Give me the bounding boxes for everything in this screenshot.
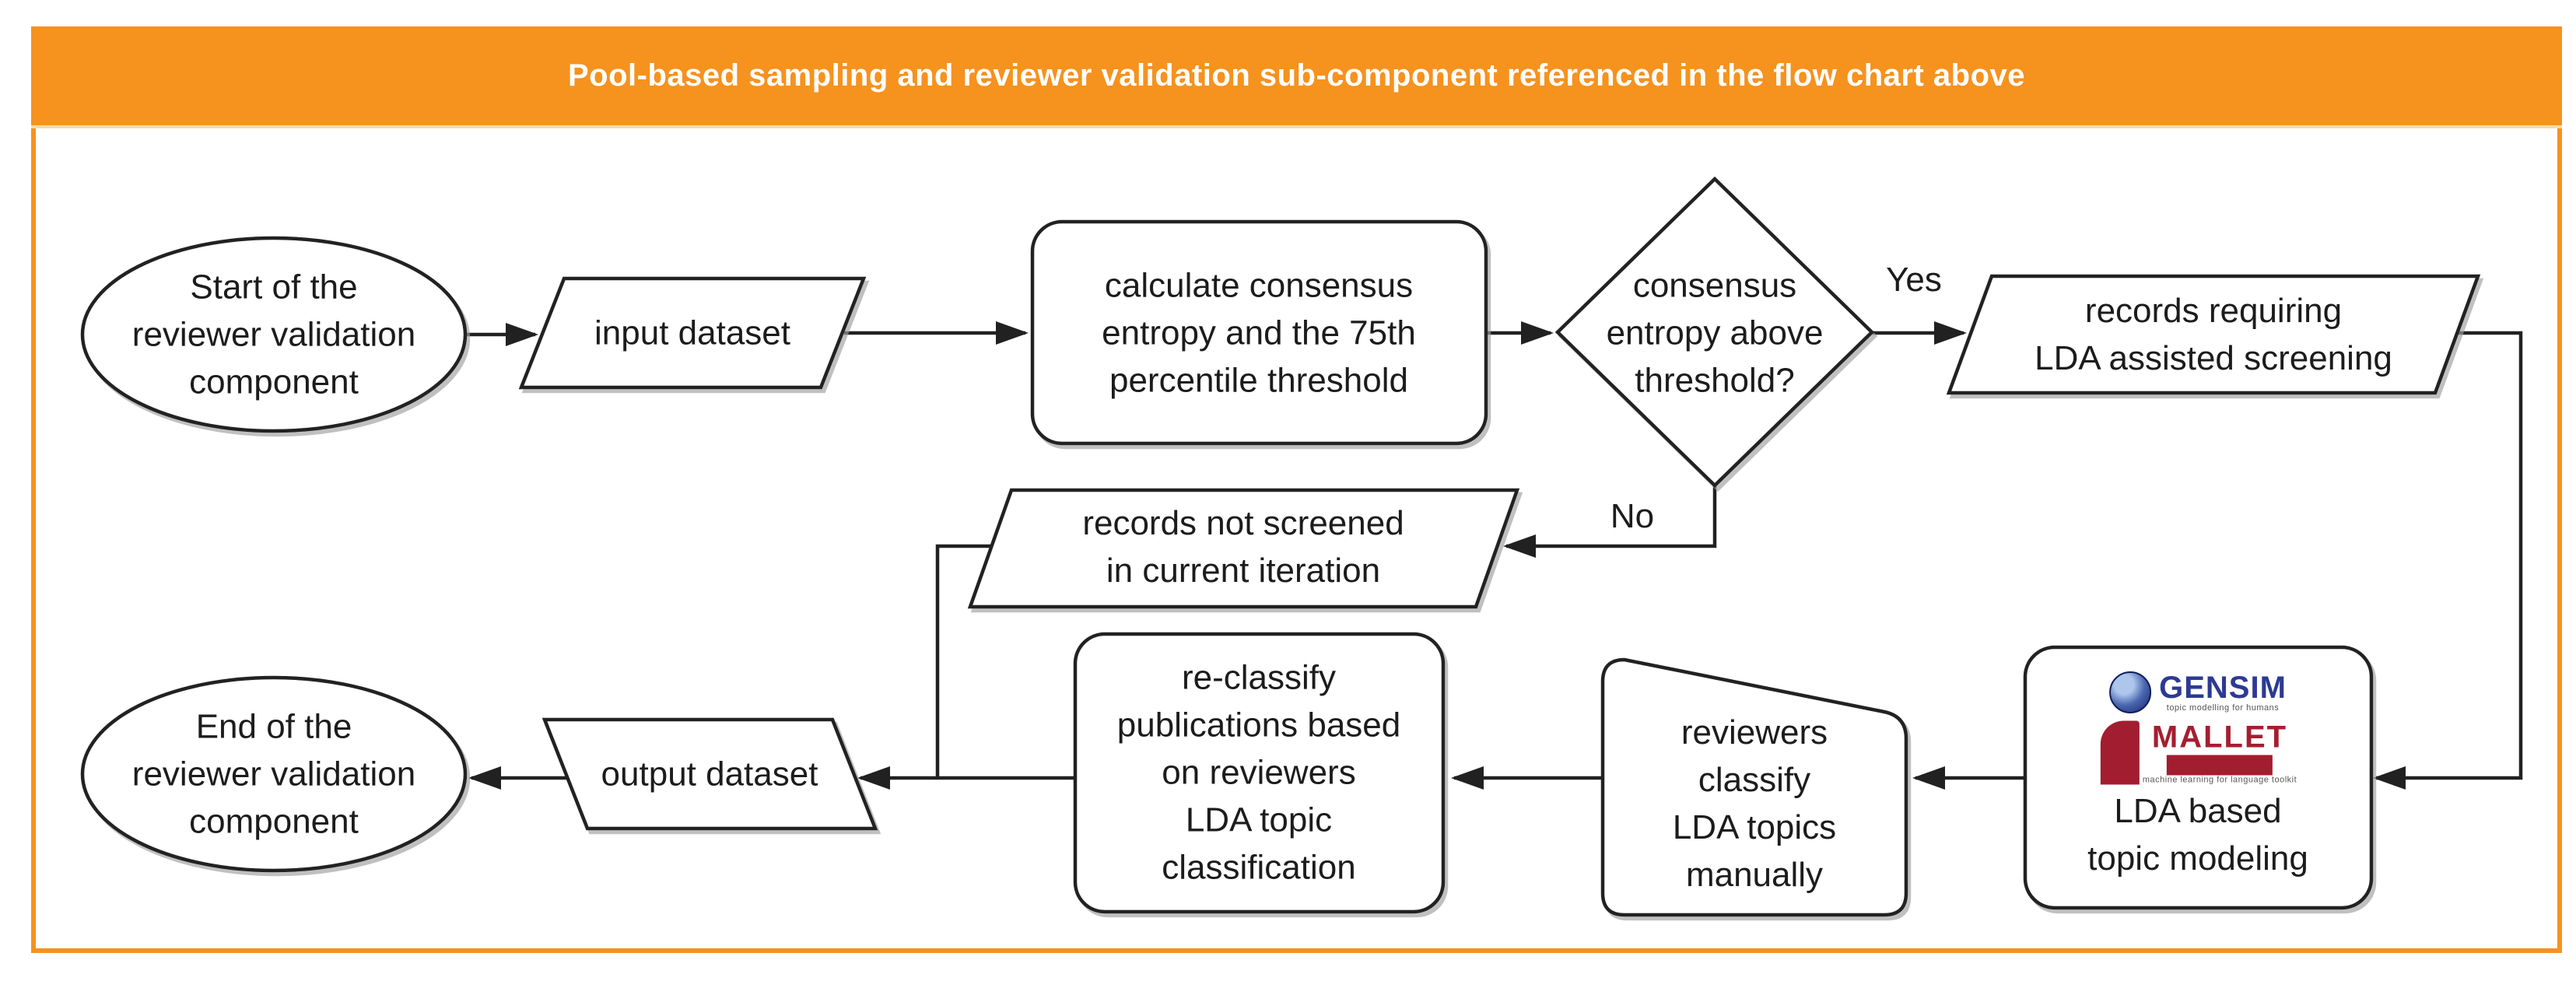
edge-notscreened-down <box>935 544 990 778</box>
records-requiring-label: records requiring LDA assisted screening <box>2035 292 2392 377</box>
calculate-entropy-label: calculate consensus entropy and the 75th… <box>1102 266 1416 400</box>
records-requiring-shape <box>1946 274 2481 395</box>
output-dataset-label: output dataset <box>601 755 818 794</box>
start-terminator-label: Start of the reviewer validation compone… <box>131 268 416 401</box>
edge-decision-no <box>1503 485 1717 558</box>
gensim-sphere-icon <box>2109 671 2152 713</box>
input-dataset-label: input dataset <box>594 314 790 352</box>
yes-edge-label: Yes <box>1886 261 1942 299</box>
records-not-screened-label: records not screened in current iteratio… <box>1082 504 1404 590</box>
input-dataset-shape <box>518 276 867 390</box>
records-not-screened-shape <box>967 488 1520 609</box>
reviewers-classify-label: reviewers classify LDA topics manually <box>1672 713 1837 894</box>
decision-diamond-shape <box>1554 176 1875 489</box>
gensim-tagline: topic modelling for humans <box>2166 702 2280 713</box>
connectors <box>465 321 2523 790</box>
calculate-entropy-shape <box>1030 219 1488 446</box>
gensim-logo-text: GENSIM <box>2159 670 2287 705</box>
reclassify-label: re-classify publications based on review… <box>1116 658 1401 887</box>
end-terminator-shape <box>80 675 468 873</box>
lda-topic-modeling-shape <box>2023 645 2374 910</box>
lda-topic-modeling-label: LDA based topic modeling <box>2087 792 2308 878</box>
nodes <box>80 176 2481 917</box>
mallet-hammer-icon <box>2100 720 2140 785</box>
mallet-logo-text: MALLET <box>2151 720 2288 755</box>
decision-diamond-label: consensus entropy above threshold? <box>1606 266 1824 400</box>
header-band: Pool-based sampling and reviewer validat… <box>31 26 2562 128</box>
no-edge-label: No <box>1610 497 1655 535</box>
reviewers-classify-shape <box>1600 657 1908 917</box>
mallet-logo: MALLET machine learning for language too… <box>2100 720 2297 786</box>
start-terminator-shape <box>80 236 468 433</box>
reclassify-shape <box>1073 632 1446 914</box>
edge-requiring-to-lda <box>2373 331 2523 790</box>
output-dataset-shape <box>541 717 878 831</box>
end-terminator-label: End of the reviewer validation component <box>131 707 416 841</box>
gensim-logo: GENSIM topic modelling for humans <box>2109 671 2287 713</box>
mallet-bar-icon <box>2167 755 2273 776</box>
header-title: Pool-based sampling and reviewer validat… <box>567 58 2026 93</box>
mallet-tagline: machine learning for language toolkit <box>2142 775 2297 785</box>
